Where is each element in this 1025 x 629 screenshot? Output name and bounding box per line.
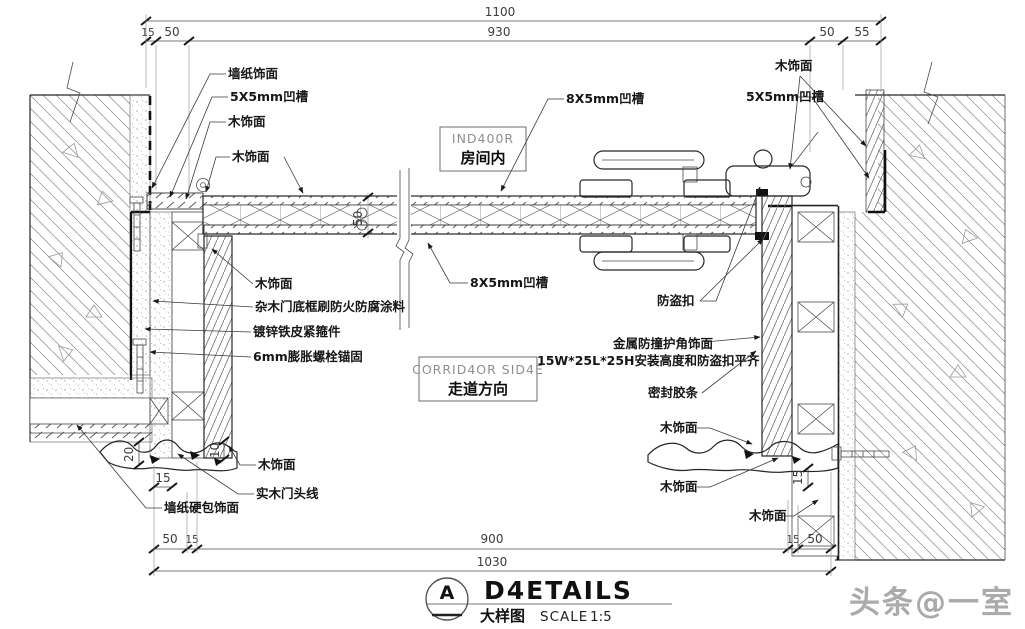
label-groove8-mid: 8X5mm凹槽 xyxy=(470,275,549,290)
label-wood-top-right: 木饰面 xyxy=(774,58,813,73)
label-wood-right-mid: 木饰面 xyxy=(659,420,698,435)
dim-text: 50 xyxy=(164,25,179,39)
dim-text: 900 xyxy=(481,532,504,546)
break-line xyxy=(395,170,405,330)
label-wood-1: 木饰面 xyxy=(227,114,266,129)
door-leaf: 50 xyxy=(202,168,757,330)
dimension-chain-top: 1100 15 50 930 50 55 xyxy=(140,5,887,193)
detail-subtitle: 大样图 xyxy=(480,607,525,625)
corridor-label: 走道方向 xyxy=(448,380,508,398)
frame-head xyxy=(146,192,204,210)
scale-label: SCALE xyxy=(540,609,588,625)
right-head-moulding xyxy=(647,439,890,474)
horizontal-bolt-symbol xyxy=(831,446,890,461)
dim-text: 10 xyxy=(208,443,222,458)
label-wood-right-lower: 木饰面 xyxy=(748,508,787,523)
dim-top-total: 1100 xyxy=(485,5,516,19)
scale-value: 1:5 xyxy=(590,609,612,625)
dim-bottom-total: 1030 xyxy=(477,555,508,569)
wood-finish-return xyxy=(865,89,885,213)
dim-text: 50 xyxy=(351,211,365,226)
security-catch-plate xyxy=(756,189,768,196)
label-padded-wallpaper: 墙纸硬包饰面 xyxy=(164,500,240,515)
watermark: 头条@一室 xyxy=(849,585,1014,621)
handle-corridor-side xyxy=(593,251,705,271)
room-code: IND400R xyxy=(452,131,514,146)
label-security-catch: 防盗扣 xyxy=(657,293,695,308)
label-clamp: 镀锌铁皮紧箍件 xyxy=(253,324,341,339)
left-jamb-wood-finish xyxy=(203,235,233,459)
label-groove8-top: 8X5mm凹槽 xyxy=(566,91,645,106)
detail-marker xyxy=(425,577,469,621)
detail-title: D4ETAILS xyxy=(484,576,633,605)
break-symbol-left xyxy=(66,61,81,123)
label-wood-2: 木饰面 xyxy=(231,149,270,164)
dim-text: 15 xyxy=(791,470,805,485)
dim-text: 930 xyxy=(488,25,511,39)
small-dims: 20 15 10 15 xyxy=(122,436,814,492)
dim-text: 50 xyxy=(162,532,177,546)
anchor-bolt-symbol xyxy=(129,196,147,394)
detail-marker-letter: A xyxy=(440,582,455,604)
label-frame-paint: 杂木门底框刷防火防腐涂料 xyxy=(255,299,406,314)
break-symbol-right xyxy=(923,61,939,125)
label-corner-guard-2: 15W*25L*25H安装高度和防盗扣平齐 xyxy=(537,353,760,368)
right-jamb-wood-finish xyxy=(761,195,793,457)
dim-text: 15 xyxy=(141,27,154,39)
pivot-closer xyxy=(725,131,819,197)
label-groove5-right: 5X5mm凹槽 xyxy=(746,89,825,104)
dimension-chain-bottom: 50 15 900 15 50 1030 xyxy=(148,462,837,576)
label-wood-right-low: 木饰面 xyxy=(659,479,698,494)
label-wood-3: 木饰面 xyxy=(254,276,293,291)
hinge-knuckle xyxy=(196,178,210,192)
dim-text: 20 xyxy=(122,447,136,462)
label-wood-left-bottom: 木饰面 xyxy=(257,457,296,472)
dim-text: 50 xyxy=(819,25,834,39)
dim-text: 55 xyxy=(854,25,869,39)
right-jamb xyxy=(761,195,839,557)
left-jamb xyxy=(146,178,233,459)
dim-leaf-thickness: 50 xyxy=(351,192,374,238)
room-side-box: IND400R 房间内 xyxy=(439,126,527,172)
dim-text: 50 xyxy=(807,532,822,546)
label-seal-strip: 密封胶条 xyxy=(647,385,699,400)
left-wall xyxy=(29,61,169,443)
label-wallpaper: 墙纸饰面 xyxy=(228,66,279,81)
label-corner-guard-1: 金属防撞护角饰面 xyxy=(612,336,714,351)
label-head-moulding: 实木门头线 xyxy=(256,486,319,501)
corridor-side-box: CORRID4OR SID4E 走道方向 xyxy=(412,356,544,402)
corridor-code: CORRID4OR SID4E xyxy=(412,362,544,377)
right-wall xyxy=(768,61,1006,561)
left-head-moulding xyxy=(99,439,238,472)
label-anchor-bolt: 6mm膨胀螺栓锚固 xyxy=(253,349,363,364)
dim-text: 15 xyxy=(185,534,198,546)
label-groove5-left: 5X5mm凹槽 xyxy=(230,89,309,104)
dim-text: 15 xyxy=(155,471,170,485)
title-block: A D4ETAILS 大样图 SCALE 1:5 xyxy=(425,576,672,625)
room-label: 房间内 xyxy=(460,149,505,167)
annotations: 墙纸饰面 5X5mm凹槽 木饰面 木饰面 木饰面 杂木门底框刷防火防腐涂料 镀锌… xyxy=(76,58,870,523)
dim-text: 15 xyxy=(786,534,799,546)
handle-room-side xyxy=(593,150,705,170)
